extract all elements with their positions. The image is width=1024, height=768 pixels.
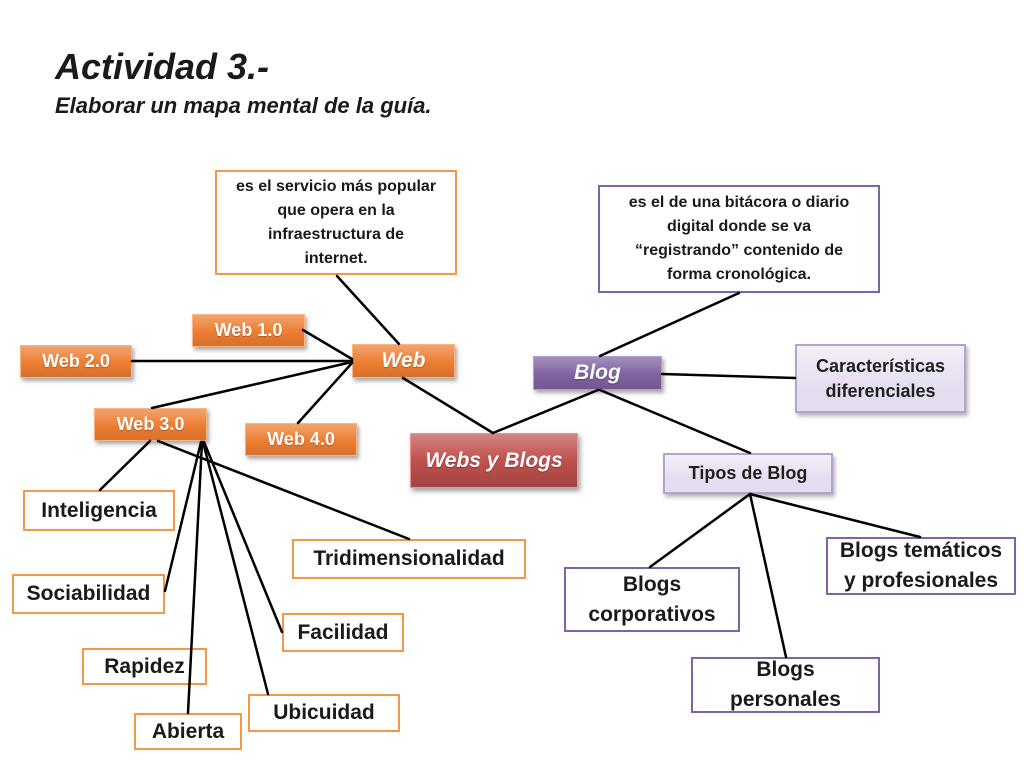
web-definition-box: es el servicio más popular que opera en …: [215, 170, 457, 275]
blog-definition-line: “registrando” contenido de: [634, 242, 843, 259]
trait-label: Inteligencia: [41, 498, 157, 522]
connector-blog-types: [598, 388, 752, 455]
connector-web-definition: [335, 274, 401, 346]
blog-type-corporativos-node: Blogs corporativos: [564, 567, 740, 632]
blog-definition-box: es el de una bitácora o diario digital d…: [598, 185, 880, 293]
web3-trait-tridimensionalidad: Tridimensionalidad: [292, 539, 526, 579]
connector-web-center: [401, 376, 495, 435]
blog-definition-line: digital donde se va: [666, 218, 812, 235]
blog-definition-line: forma cronológica.: [666, 266, 812, 283]
web3-trait-abierta: Abierta: [134, 713, 242, 750]
connector-web3-web: [150, 360, 354, 410]
slide-title: Actividad 3.-: [55, 46, 270, 87]
connector-types-corporativos: [648, 492, 752, 569]
connector-blog-definition: [598, 291, 741, 358]
connector-blog-features: [660, 372, 797, 380]
web3-trait-inteligencia: Inteligencia: [23, 490, 175, 531]
connector-web3-facilidad: [202, 440, 284, 634]
web-definition-line: es el servicio más popular: [235, 177, 437, 195]
connector-web3-inteligencia: [98, 439, 152, 492]
connector-blog-center: [491, 388, 600, 435]
blog-definition-line: es el de una bitácora o diario: [628, 194, 850, 211]
center-node: Webs y Blogs: [410, 433, 578, 488]
blog-node: Blog: [533, 356, 662, 390]
trait-label: Rapidez: [104, 654, 185, 678]
blog-features-line: diferenciales: [825, 380, 936, 401]
blog-features-node: Características diferenciales: [795, 344, 966, 413]
web-4-0-label: Web 4.0: [267, 428, 335, 449]
web3-trait-facilidad: Facilidad: [282, 613, 404, 652]
web-label: Web: [381, 349, 426, 373]
web-definition-line: internet.: [304, 249, 368, 267]
connector-web3-ubicuidad: [201, 440, 270, 696]
web3-trait-rapidez: Rapidez: [82, 648, 207, 685]
trait-label: Sociabilidad: [26, 582, 151, 606]
connector-web4-web: [296, 361, 354, 425]
web-4-0-node: Web 4.0: [245, 423, 357, 456]
web-3-0-label: Web 3.0: [116, 413, 185, 434]
blog-type-line: Blogs temáticos: [839, 539, 1003, 562]
blog-type-line: y profesionales: [843, 569, 999, 592]
web-2-0-node: Web 2.0: [20, 345, 132, 378]
trait-label: Tridimensionalidad: [313, 547, 505, 571]
connector-types-personales: [748, 492, 788, 659]
blog-type-line: Blogs: [756, 658, 815, 681]
blog-type-personales-node: Blogs personales: [691, 657, 880, 713]
blog-types-node: Tipos de Blog: [663, 453, 833, 494]
trait-label: Ubicuidad: [273, 701, 375, 725]
blog-label: Blog: [574, 361, 621, 385]
trait-label: Facilidad: [297, 620, 389, 644]
web-3-0-node: Web 3.0: [94, 408, 207, 441]
web-definition-line: infraestructura de: [267, 225, 405, 243]
web-definition-line: que opera en la: [277, 201, 395, 219]
web-1-0-label: Web 1.0: [214, 319, 283, 340]
blog-type-line: Blogs: [622, 572, 682, 596]
trait-label: Abierta: [151, 719, 225, 743]
connector-web1-web: [301, 328, 354, 361]
web3-trait-sociabilidad: Sociabilidad: [12, 574, 165, 614]
web-2-0-label: Web 2.0: [42, 350, 110, 371]
blog-type-line: personales: [730, 688, 841, 711]
web-1-0-node: Web 1.0: [192, 314, 305, 347]
web3-trait-ubicuidad: Ubicuidad: [248, 694, 400, 732]
connector-types-tematicos: [748, 492, 922, 539]
slide-subtitle: Elaborar un mapa mental de la guía.: [55, 93, 432, 118]
blog-types-label: Tipos de Blog: [688, 463, 808, 483]
blog-features-line: Características: [815, 355, 946, 376]
web-node: Web: [352, 344, 455, 378]
center-label: Webs y Blogs: [425, 448, 563, 472]
blog-type-line: corporativos: [588, 602, 716, 626]
blog-type-tematicos-node: Blogs temáticos y profesionales: [826, 537, 1016, 595]
